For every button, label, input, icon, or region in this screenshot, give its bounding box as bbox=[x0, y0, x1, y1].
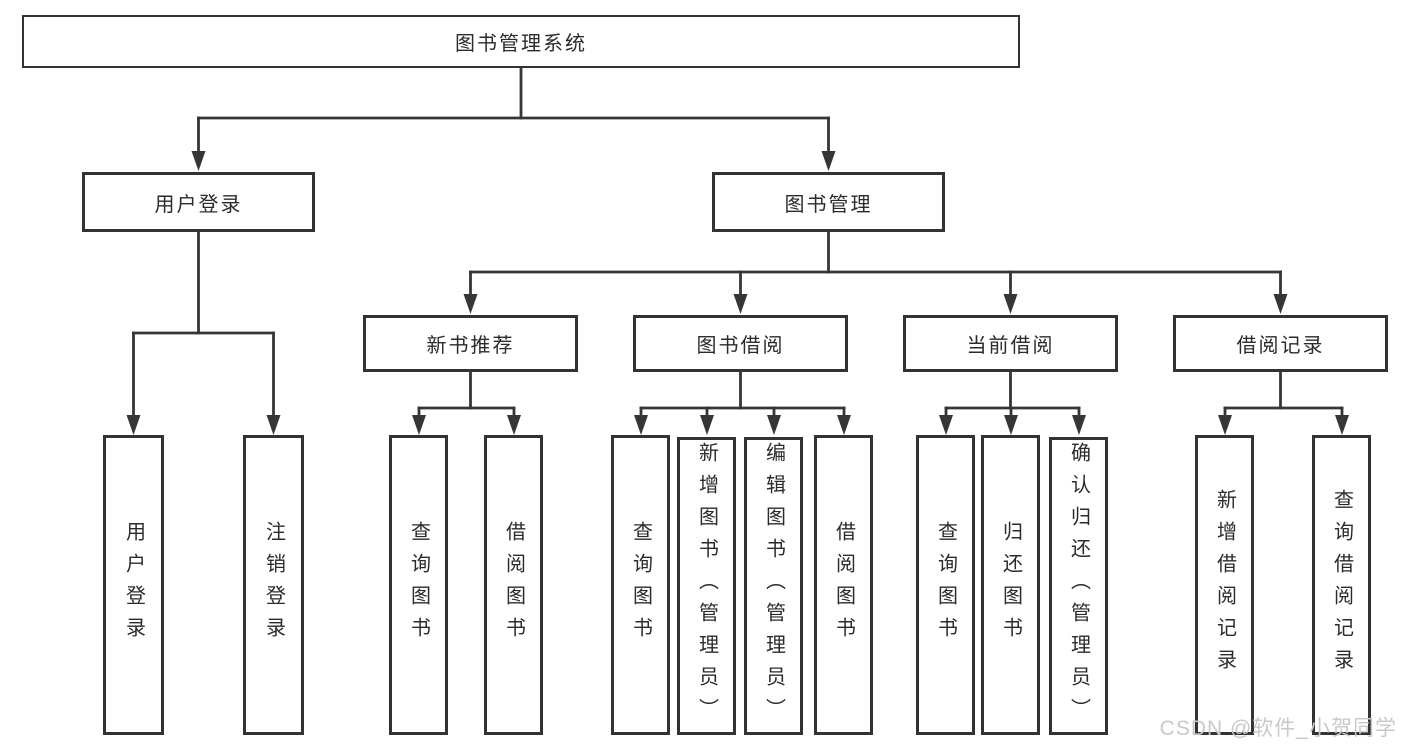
leaf-query-borrow-record-label: 查询借阅记录 bbox=[1330, 489, 1353, 681]
leaf-add-borrow-record: 新增借阅记录 bbox=[1195, 435, 1254, 735]
leaf-recommend-query-books: 查询图书 bbox=[389, 435, 448, 735]
leaf-user-login-label: 用户登录 bbox=[122, 521, 145, 649]
node-new-book-recommend-label: 新书推荐 bbox=[426, 335, 515, 357]
leaf-recommend-borrow-books: 借阅图书 bbox=[484, 435, 543, 735]
connector-book-management-to-level3 bbox=[463, 232, 1288, 314]
connector-current-borrowing-to-leaves bbox=[939, 372, 1086, 435]
leaf-borrowing-query-books-label: 查询图书 bbox=[629, 521, 652, 649]
node-book-borrowing-label: 图书借阅 bbox=[696, 335, 785, 357]
leaf-borrowing-borrow-books-label: 借阅图书 bbox=[832, 521, 855, 649]
connector-root-to-branches bbox=[191, 68, 836, 171]
connector-user-login-to-leaves bbox=[126, 232, 281, 435]
connector-borrow-records-to-leaves bbox=[1218, 372, 1349, 435]
leaf-logout-label: 注销登录 bbox=[262, 521, 285, 649]
node-book-borrowing: 图书借阅 bbox=[633, 315, 848, 372]
node-new-book-recommend: 新书推荐 bbox=[363, 315, 578, 372]
leaf-recommend-borrow-books-label: 借阅图书 bbox=[502, 521, 525, 649]
leaf-confirm-return-admin: 确认归还（管理员） bbox=[1049, 437, 1108, 735]
leaf-user-login: 用户登录 bbox=[103, 435, 164, 735]
node-book-management-branch-label: 图书管理 bbox=[784, 193, 873, 216]
leaf-query-borrow-record: 查询借阅记录 bbox=[1312, 435, 1371, 735]
connector-new-book-recommend-to-leaves bbox=[412, 372, 521, 435]
leaf-current-query-books-label: 查询图书 bbox=[934, 521, 957, 649]
leaf-return-books-label: 归还图书 bbox=[999, 521, 1022, 649]
node-user-login-branch: 用户登录 bbox=[82, 172, 315, 232]
leaf-add-borrow-record-label: 新增借阅记录 bbox=[1213, 489, 1236, 681]
connector-book-borrowing-to-leaves bbox=[634, 372, 851, 435]
leaf-current-query-books: 查询图书 bbox=[916, 435, 975, 735]
node-library-management-system: 图书管理系统 bbox=[22, 15, 1020, 68]
node-borrow-records-label: 借阅记录 bbox=[1236, 335, 1325, 357]
node-book-management-branch: 图书管理 bbox=[712, 172, 945, 232]
node-current-borrowing: 当前借阅 bbox=[903, 315, 1118, 372]
leaf-logout: 注销登录 bbox=[243, 435, 304, 735]
leaf-recommend-query-books-label: 查询图书 bbox=[407, 521, 430, 649]
node-borrow-records: 借阅记录 bbox=[1173, 315, 1388, 372]
leaf-confirm-return-admin-label: 确认归还（管理员） bbox=[1067, 442, 1090, 730]
leaf-add-books-admin-label: 新增图书（管理员） bbox=[695, 442, 718, 730]
csdn-watermark: CSDN @软件_小贺同学 bbox=[1159, 717, 1397, 740]
leaf-borrowing-borrow-books: 借阅图书 bbox=[814, 435, 873, 735]
leaf-add-books-admin: 新增图书（管理员） bbox=[677, 437, 736, 735]
leaf-edit-books-admin: 编辑图书（管理员） bbox=[744, 437, 803, 735]
leaf-borrowing-query-books: 查询图书 bbox=[611, 435, 670, 735]
leaf-return-books: 归还图书 bbox=[981, 435, 1040, 735]
node-current-borrowing-label: 当前借阅 bbox=[966, 335, 1055, 357]
node-user-login-branch-label: 用户登录 bbox=[154, 193, 243, 216]
node-library-management-system-label: 图书管理系统 bbox=[455, 33, 587, 55]
leaf-edit-books-admin-label: 编辑图书（管理员） bbox=[762, 442, 785, 730]
